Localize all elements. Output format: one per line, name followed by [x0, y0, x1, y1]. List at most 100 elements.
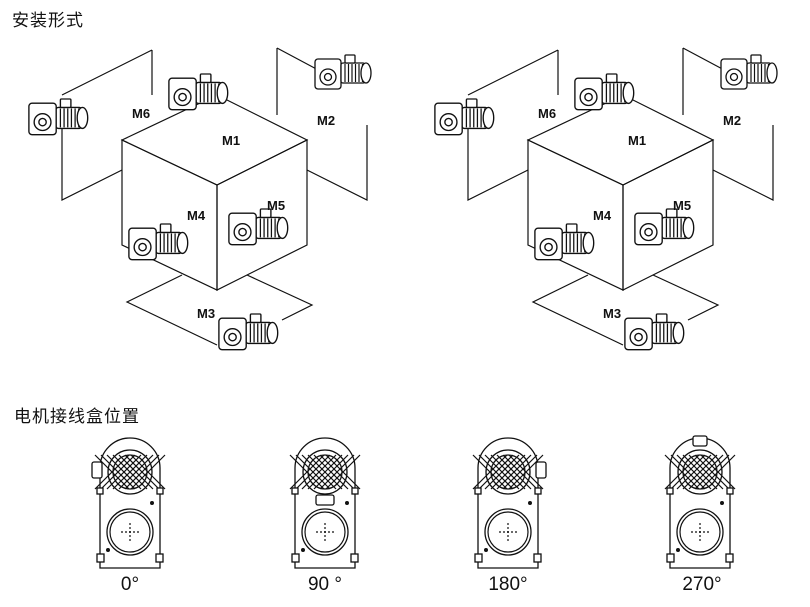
foot — [533, 553, 542, 563]
output-shaft — [544, 242, 553, 252]
terminal-box-icon — [535, 461, 547, 479]
grille-line — [676, 454, 712, 490]
grille-line — [682, 454, 718, 490]
grille-line — [502, 454, 538, 490]
fan-cover — [266, 321, 279, 345]
terminal-box — [259, 208, 272, 219]
output-shaft — [644, 227, 653, 237]
plane-m3-right — [652, 274, 720, 321]
grille-line — [100, 454, 136, 490]
position-label-m3: M3 — [603, 306, 621, 321]
terminal-box — [199, 73, 212, 84]
grille-line — [118, 454, 154, 490]
grille-line — [688, 454, 724, 490]
fan-cover — [360, 62, 372, 84]
foot — [291, 553, 300, 563]
angle-label-0: 0° — [120, 574, 140, 595]
grille-line — [313, 454, 349, 490]
fan-cover — [176, 231, 189, 255]
terminal-box — [655, 313, 668, 324]
plane-m2-bottom — [306, 125, 368, 201]
fan-cover — [672, 321, 685, 345]
fan-cover — [682, 216, 695, 240]
terminal-box — [249, 313, 262, 324]
grille-line — [694, 454, 730, 490]
terminal-box — [59, 98, 72, 109]
grille-line — [484, 454, 520, 490]
foot — [474, 553, 483, 563]
terminal-box — [565, 223, 578, 234]
grille-line — [496, 454, 532, 490]
plane-m6-bottom — [467, 100, 529, 201]
output-shaft — [238, 227, 247, 237]
grille-line — [490, 454, 526, 490]
terminal-box — [665, 208, 678, 219]
fan-cover — [216, 81, 229, 105]
plane-m6-top — [467, 49, 559, 96]
terminal-box-view-0 — [91, 437, 166, 569]
output-flange-inner — [304, 511, 346, 553]
lug — [96, 487, 104, 495]
motor-m2 — [720, 54, 778, 90]
output-flange-inner — [487, 511, 529, 553]
motor-m6 — [28, 98, 89, 136]
fan-cover — [622, 81, 635, 105]
motor-m1 — [168, 73, 229, 111]
bolt — [106, 548, 110, 552]
motor-m3 — [624, 313, 685, 351]
bolt — [528, 501, 532, 505]
position-label-m2: M2 — [723, 113, 741, 128]
grille-line — [478, 454, 514, 490]
fan-cover — [276, 216, 289, 240]
foot — [96, 553, 105, 563]
motor-m1 — [574, 73, 635, 111]
position-label-m4: M4 — [593, 208, 612, 223]
lug — [726, 487, 734, 495]
terminal-box — [465, 98, 478, 109]
grille-line — [508, 454, 544, 490]
cube-right-face — [216, 139, 308, 291]
terminal-box — [159, 223, 172, 234]
angle-label-180: 180° — [488, 574, 528, 595]
motor-m4 — [128, 223, 189, 261]
plane-m6-bottom — [61, 100, 123, 201]
output-shaft — [634, 332, 643, 342]
grille-line — [289, 454, 325, 490]
bolt — [484, 548, 488, 552]
terminal-box-icon — [315, 494, 335, 506]
output-shaft — [138, 242, 147, 252]
plane-m3-left — [125, 274, 218, 346]
motor-m3 — [218, 313, 279, 351]
position-label-m1: M1 — [222, 133, 240, 148]
terminal-box-view-1 — [289, 437, 361, 569]
terminal-box-view-3 — [664, 435, 736, 569]
motor-m5 — [634, 208, 695, 246]
bolt — [676, 548, 680, 552]
grille-line — [307, 454, 343, 490]
output-shaft — [38, 117, 47, 127]
motor-m6 — [434, 98, 495, 136]
lug — [156, 487, 164, 495]
position-label-m4: M4 — [187, 208, 206, 223]
grille-line — [124, 454, 160, 490]
fan-cover — [766, 62, 778, 84]
lug — [351, 487, 359, 495]
grille-line — [664, 454, 700, 490]
grille-line — [472, 454, 508, 490]
grille-line — [295, 454, 331, 490]
lug — [666, 487, 674, 495]
grille-line — [301, 454, 337, 490]
grille-line — [325, 454, 361, 490]
terminal-box-title: 电机接线盒位置 — [14, 407, 140, 427]
angle-label-270: 270° — [682, 574, 722, 595]
bolt — [150, 501, 154, 505]
output-flange-inner — [109, 511, 151, 553]
mounting-title: 安装形式 — [12, 11, 84, 31]
grille-line — [94, 454, 130, 490]
bolt — [301, 548, 305, 552]
plane-m2-bottom — [712, 125, 774, 201]
position-label-m5: M5 — [673, 198, 691, 213]
motor-m5 — [228, 208, 289, 246]
